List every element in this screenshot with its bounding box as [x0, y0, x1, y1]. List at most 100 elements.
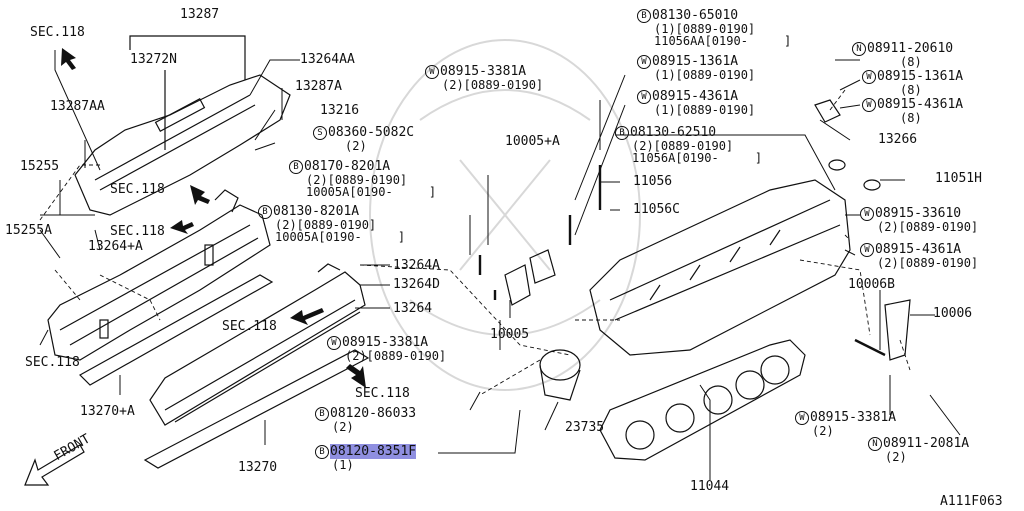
alt-part: 11056A[0190- ] [632, 151, 763, 165]
bracket-10005[interactable] [504, 249, 556, 306]
part-11044[interactable]: 11044 [690, 479, 730, 494]
part-11056C[interactable]: 11056C [633, 202, 680, 217]
part-13270A[interactable]: 13270+A [80, 404, 135, 419]
sec-arrow-icon [61, 48, 76, 70]
part-11056[interactable]: 11056 [633, 174, 673, 189]
circled-w-icon: W [860, 243, 874, 257]
sec-ref[interactable]: SEC.118 [30, 25, 85, 40]
qty: (8) [900, 55, 922, 69]
alt-part: 10005A[0190- ] [306, 185, 437, 199]
part-11051H[interactable]: 11051H [935, 171, 982, 186]
part-number-highlighted: 08120-8351F [330, 444, 417, 459]
part-15255[interactable]: 15255 [20, 159, 60, 174]
part-number: 08915-33610 [875, 206, 962, 221]
part-13264[interactable]: 13264 [393, 301, 433, 316]
qty: (2) [332, 420, 354, 434]
circled-b-icon: B [289, 160, 303, 174]
circled-w-icon: W [862, 70, 876, 84]
sec-ref[interactable]: SEC.118 [110, 182, 165, 197]
engine-hanger[interactable] [884, 299, 911, 361]
part-13216[interactable]: 13216 [320, 103, 360, 118]
qty-range: (2)[0889-0190] [632, 139, 734, 153]
sec-ref[interactable]: SEC.118 [110, 224, 165, 239]
qty: (2) [345, 139, 367, 153]
part-number: 08915-1361A [652, 54, 739, 69]
part-number: 08170-8201A [304, 159, 391, 174]
rocker-cover-left[interactable] [47, 189, 271, 361]
gasket-right[interactable] [143, 349, 370, 469]
qty: (1) [332, 458, 354, 472]
part-23735[interactable]: 23735 [565, 420, 605, 435]
part-13287A[interactable]: 13287A [295, 79, 342, 94]
qty: (2) [885, 450, 907, 464]
head-gasket[interactable] [599, 339, 806, 461]
qty-range: (2)[0889-0190] [275, 218, 377, 232]
sec-ref[interactable]: SEC.118 [25, 355, 80, 370]
circled-b-icon: B [637, 9, 651, 23]
bracket-13266[interactable] [814, 99, 841, 123]
circled-w-icon: W [860, 207, 874, 221]
part-15255A[interactable]: 15255A [5, 223, 52, 238]
part-13264AA[interactable]: 13264AA [300, 52, 355, 67]
part-10005A[interactable]: 10005+A [505, 134, 560, 149]
gasket-left[interactable] [79, 274, 274, 386]
qty-range: (2)[0889-0190] [442, 78, 544, 92]
part-10005[interactable]: 10005 [490, 327, 530, 342]
part-number: 08915-4361A [877, 97, 964, 112]
circled-b-icon: B [315, 407, 329, 421]
circled-n-icon: N [868, 437, 882, 451]
part-13264A[interactable]: 13264A [393, 258, 440, 273]
circled-w-icon: W [637, 90, 651, 104]
circled-b-icon: B [315, 445, 329, 459]
part-13264A-plus[interactable]: 13264+A [88, 239, 143, 254]
cylinder-head[interactable] [589, 179, 851, 356]
qty-range: (1)[0889-0190] [654, 103, 756, 117]
circled-w-icon: W [327, 336, 341, 350]
circled-w-icon: W [425, 65, 439, 79]
part-13272N[interactable]: 13272N [130, 52, 177, 67]
part-number: 08915-1361A [877, 69, 964, 84]
part-number: 08915-3381A [440, 64, 527, 79]
part-number: 08915-4361A [652, 89, 739, 104]
cam-sensor-housing[interactable] [539, 349, 581, 401]
circled-s-icon: S [313, 126, 327, 140]
sec-ref[interactable]: SEC.118 [355, 386, 410, 401]
part-13270[interactable]: 13270 [238, 460, 278, 475]
leader-lines [39, 50, 961, 480]
part-13266[interactable]: 13266 [878, 132, 918, 147]
qty: (8) [900, 83, 922, 97]
alt-part: 11056AA[0190- ] [654, 34, 792, 48]
engine-cover[interactable] [74, 74, 291, 216]
part-10006B[interactable]: 10006B [848, 277, 895, 292]
part-10006[interactable]: 10006 [933, 306, 973, 321]
part-number: 08130-8201A [273, 204, 360, 219]
sec-ref[interactable]: SEC.118 [222, 319, 277, 334]
watermark-emblem [369, 39, 641, 391]
circled-b-icon: B [615, 126, 629, 140]
circled-w-icon: W [862, 98, 876, 112]
part-number: 08915-4361A [875, 242, 962, 257]
part-13264D[interactable]: 13264D [393, 277, 440, 292]
part-13287AA[interactable]: 13287AA [50, 99, 105, 114]
part-13287[interactable]: 13287 [180, 7, 220, 22]
circled-n-icon: N [852, 42, 866, 56]
